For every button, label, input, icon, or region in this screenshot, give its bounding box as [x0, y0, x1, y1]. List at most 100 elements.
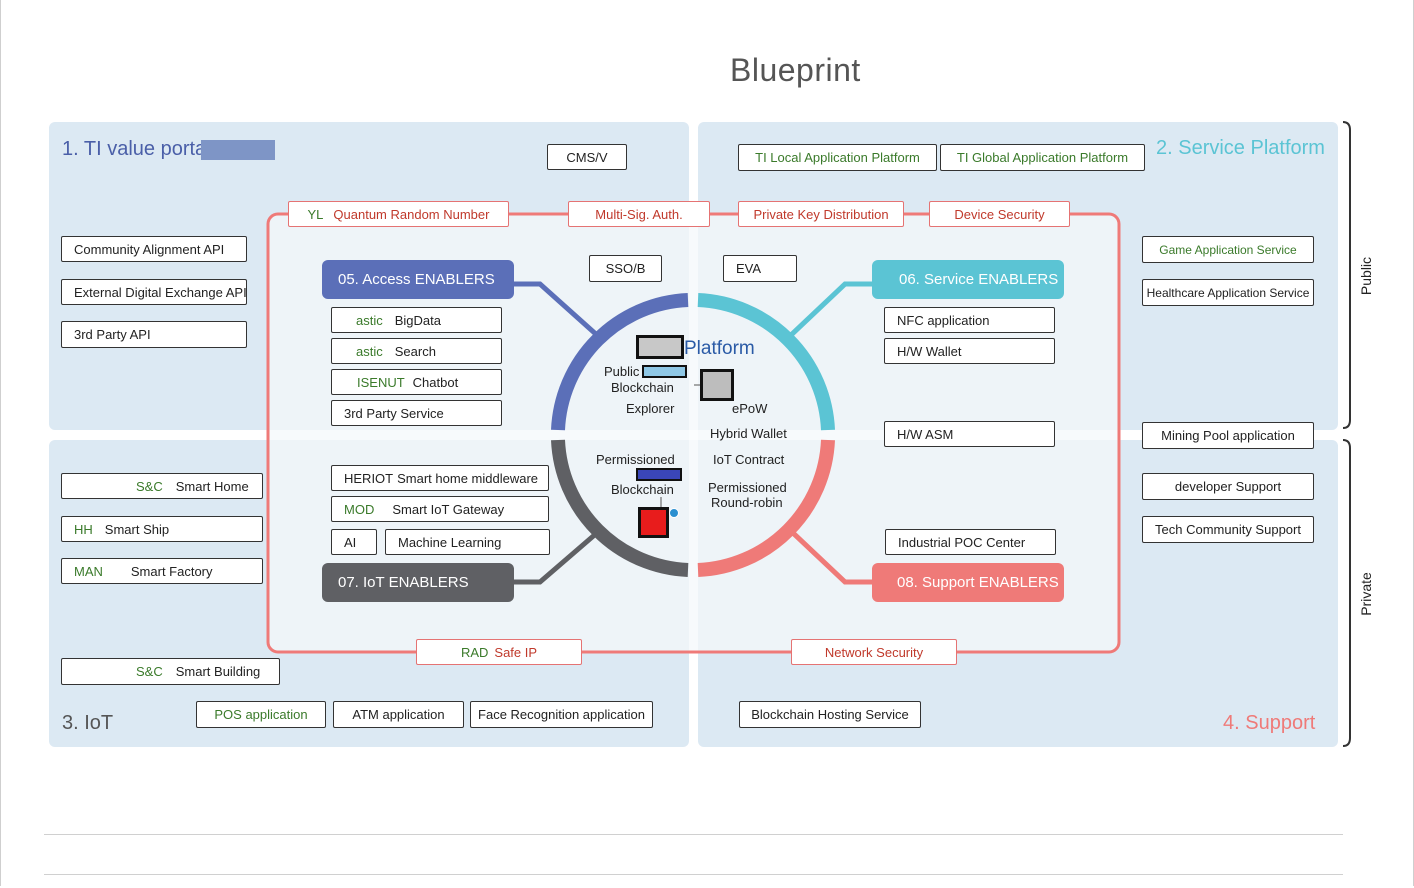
access-item: 3rd Party Service: [331, 400, 502, 426]
support-connector: [790, 530, 873, 585]
private-bracket: [1342, 439, 1351, 747]
center-epow-label: ePoW: [732, 401, 768, 416]
quadrant-label-iot: 3. IoT: [62, 712, 114, 734]
rad-prefix: RAD: [460, 644, 489, 660]
service-box: Game Application Service: [1142, 236, 1314, 263]
iot-item-prefix: S&C: [136, 478, 163, 494]
sso-box: SSO/B: [589, 255, 662, 282]
iot-item-prefix: MAN: [74, 563, 103, 579]
access-item-label: Chatbot: [412, 374, 459, 390]
redacted-block: [636, 468, 682, 481]
public-bracket: [1342, 121, 1351, 429]
rad-label: Safe IP: [494, 644, 538, 660]
iot-item-label: Smart Ship: [104, 521, 170, 537]
mining-box: Mining Pool application: [1142, 422, 1314, 449]
redacted-block: [638, 507, 669, 538]
qrn-box: YL Quantum Random Number: [288, 201, 509, 227]
side-label-public: Public: [1358, 256, 1374, 296]
center-platform-label: Platform: [684, 338, 755, 359]
access-item-label: BigData: [394, 312, 441, 328]
hosting-box: Blockchain Hosting Service: [739, 701, 921, 728]
center-explorer-label: Explorer: [626, 401, 675, 416]
quadrant-gap-v: [689, 214, 698, 652]
support-box: developer Support: [1142, 473, 1314, 500]
service-connector: [788, 281, 873, 338]
iot-item: HH Smart Ship: [61, 516, 263, 542]
qrn-label: Quantum Random Number: [333, 206, 490, 222]
iot-item: S&C Smart Home: [61, 473, 263, 499]
side-label-private: Private: [1358, 572, 1374, 616]
iot-item-prefix: HH: [74, 521, 93, 537]
cms-box: CMS/V: [547, 144, 627, 170]
service-enablers-badge: 06. Service ENABLERS: [872, 260, 1064, 299]
access-item: astic Search: [331, 338, 502, 364]
center-public-label: Public: [604, 364, 640, 379]
support-enablers-badge: 08. Support ENABLERS: [872, 563, 1064, 602]
iot-item-prefix: S&C: [136, 664, 163, 679]
service-item: H/W ASM: [884, 421, 1055, 447]
footer-divider: [44, 834, 1343, 835]
network-security-box: Network Security: [791, 639, 957, 665]
access-enablers-badge: 05. Access ENABLERS: [322, 260, 514, 299]
service-item: H/W Wallet: [884, 338, 1055, 364]
center-hybrid-wallet-label: Hybrid Wallet: [710, 426, 787, 441]
redacted-block: [636, 335, 684, 359]
mod-prefix: MOD: [344, 501, 375, 517]
iot-arc: [551, 439, 689, 577]
redacted-block: [201, 140, 275, 160]
iot-item-label: Smart Factory: [130, 563, 213, 579]
access-item-label: Search: [394, 343, 436, 359]
center-blockchain-label-2: Blockchain: [611, 482, 674, 497]
multisig-box: Multi-Sig. Auth.: [568, 201, 710, 227]
iot-app-box: Face Recognition application: [470, 701, 653, 728]
service-item: NFC application: [884, 307, 1055, 333]
quadrant-label-service-platform: 2. Service Platform: [1156, 137, 1325, 159]
service-box: Healthcare Application Service: [1142, 279, 1314, 306]
heriot-label: Smart home middleware: [397, 470, 539, 486]
iot-app-box: ATM application: [333, 701, 464, 728]
heriot-prefix: HERIOT: [344, 470, 394, 486]
iot-connector: [512, 530, 600, 585]
access-item-prefix: astic: [356, 312, 383, 328]
redacted-block: [642, 365, 687, 378]
rad-box: RAD Safe IP: [416, 639, 582, 665]
iot-enablers-badge: 07. IoT ENABLERS: [322, 563, 514, 602]
device-security-box: Device Security: [929, 201, 1070, 227]
api-box: Community Alignment API: [61, 236, 247, 262]
access-connector: [512, 281, 600, 338]
access-item-prefix: ISENUT: [357, 374, 405, 390]
access-item: astic BigData: [331, 307, 502, 333]
iot-item-label: Smart Building: [175, 664, 261, 679]
ml-box: Machine Learning: [385, 529, 550, 555]
qrn-prefix: YL: [307, 206, 324, 222]
access-arc: [551, 293, 689, 431]
quadrant-label-support: 4. Support: [1223, 712, 1316, 734]
service-arc: [697, 293, 835, 431]
center-iot-contract-label: IoT Contract: [713, 452, 785, 467]
center-permissioned-label-2: Permissioned: [708, 480, 787, 495]
support-arc: [697, 439, 835, 577]
heriot-box: HERIOT Smart home middleware: [331, 465, 549, 491]
poc-center-box: Industrial POC Center: [885, 529, 1056, 555]
mod-box: MOD Smart IoT Gateway: [331, 496, 549, 522]
redacted-block: [700, 369, 734, 401]
private-key-box: Private Key Distribution: [738, 201, 904, 227]
support-box: Tech Community Support: [1142, 516, 1314, 543]
page-title: Blueprint: [730, 52, 861, 88]
center-permissioned-label: Permissioned: [596, 452, 675, 467]
iot-item: MAN Smart Factory: [61, 558, 263, 584]
access-item-prefix: astic: [356, 343, 383, 359]
iot-item-label: Smart Home: [175, 478, 249, 494]
mod-label: Smart IoT Gateway: [392, 501, 505, 517]
access-item: ISENUT Chatbot: [331, 369, 502, 395]
local-platform-box: TI Local Application Platform: [738, 144, 937, 171]
eva-box: EVA: [723, 255, 797, 282]
api-box: External Digital Exchange API: [61, 279, 247, 305]
footer-divider: [44, 874, 1343, 875]
center-round-robin-label: Round-robin: [711, 495, 783, 510]
iot-item: S&C Smart Building: [61, 658, 280, 685]
center-blockchain-label: Blockchain: [611, 380, 674, 395]
info-dot-icon: [669, 508, 679, 518]
access-item-label: 3rd Party Service: [344, 405, 444, 421]
ai-box: AI: [331, 529, 377, 555]
